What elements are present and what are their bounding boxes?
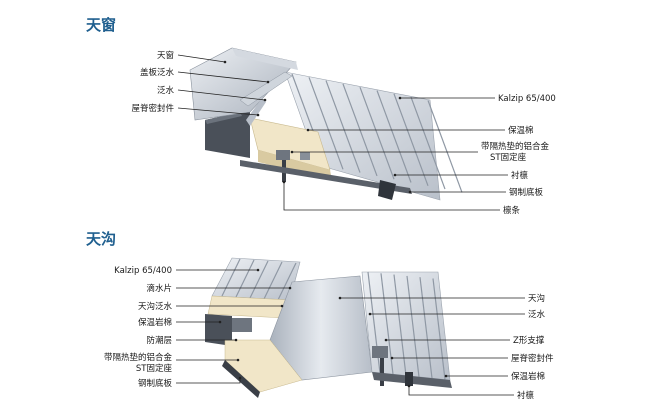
roof-rib — [263, 261, 283, 300]
label-liner: 衬檩 — [511, 170, 529, 181]
gutter-section-title: 天沟 — [86, 230, 116, 248]
gutter-z-support — [372, 346, 388, 358]
roof-rib — [376, 90, 412, 183]
roof-rib — [393, 274, 407, 376]
label-gutter-liner: 衬檩 — [517, 390, 535, 401]
label-drip-plate: 滴水片 — [146, 283, 172, 294]
label-gutter: 天沟 — [528, 293, 545, 304]
gutter-right-roof-sheet — [361, 271, 451, 381]
label-skylight: 天窗 — [157, 50, 174, 61]
label-rock-wool: 保温岩棉 — [511, 371, 545, 382]
label-gutter-st-clip-line2: ST固定座 — [136, 363, 173, 374]
gutter-under-insulation — [224, 339, 303, 393]
label-seal-tape: 屋脊密封件 — [131, 103, 174, 114]
gutter-left-roof-sheet — [211, 257, 301, 301]
label-gutter-side-flashing: 泛水 — [528, 309, 546, 320]
roof-rib — [325, 80, 361, 173]
label-gutter-st-clip-line1: 带隔热垫的铝合金 — [104, 352, 173, 363]
roof-rib — [308, 77, 344, 170]
roof-rib — [249, 260, 269, 299]
skylight-labels: 天窗 盖板泛水 泛水 屋脊密封件 Kalzip 65/400 保温棉 带隔热垫的… — [131, 50, 555, 216]
roof-rib — [432, 278, 446, 380]
skylight-leaders — [177, 54, 508, 211]
skylight-flashing — [239, 71, 293, 107]
label-gutter-kalzip: Kalzip 65/400 — [114, 266, 172, 276]
skylight-base-plate — [240, 160, 412, 194]
label-moisture-barrier: 防潮层 — [146, 335, 172, 346]
label-base-plate: 钢制底板 — [509, 187, 544, 198]
label-purlin: 檩条 — [503, 205, 521, 216]
roof-rib — [277, 262, 297, 301]
gutter-trough — [269, 275, 373, 381]
label-insulation-wool: 保温岩棉 — [138, 317, 172, 328]
skylight-illustration — [189, 47, 463, 201]
roof-rib — [406, 275, 420, 377]
roof-rib — [359, 86, 395, 180]
gutter-left-insulation — [207, 295, 291, 319]
label-insulation: 保温棉 — [508, 125, 534, 136]
label-kalzip: Kalzip 65/400 — [498, 94, 556, 104]
roof-rib — [235, 259, 255, 298]
label-z-support: Z形支撑 — [513, 335, 545, 346]
label-gutter-base-plate: 钢制底板 — [138, 378, 173, 389]
gutter-leaders — [176, 268, 525, 396]
roof-rib — [419, 277, 433, 379]
skylight-upstand-wall — [205, 110, 250, 158]
gutter-illustration — [205, 257, 452, 398]
label-cover-flashing: 盖板泛水 — [140, 67, 175, 78]
roof-rib — [221, 258, 241, 297]
gutter-labels: Kalzip 65/400 滴水片 天沟泛水 保温岩棉 防潮层 带隔热垫的铝合金… — [104, 266, 554, 401]
roof-rib — [427, 100, 463, 193]
label-gutter-seal-tape: 屋脊密封件 — [511, 353, 554, 364]
label-gutter-flashing: 天沟泛水 — [138, 301, 173, 312]
skylight-section-title: 天窗 — [86, 16, 116, 34]
roof-rib — [410, 96, 446, 190]
label-flashing: 泛水 — [157, 85, 175, 96]
skylight-st-clip — [276, 150, 290, 160]
label-st-clip-line2: ST固定座 — [490, 152, 527, 163]
label-st-clip-line1: 带隔热垫的铝合金 — [481, 141, 550, 152]
gutter-base-plate — [222, 360, 260, 398]
roof-rib — [393, 93, 429, 187]
